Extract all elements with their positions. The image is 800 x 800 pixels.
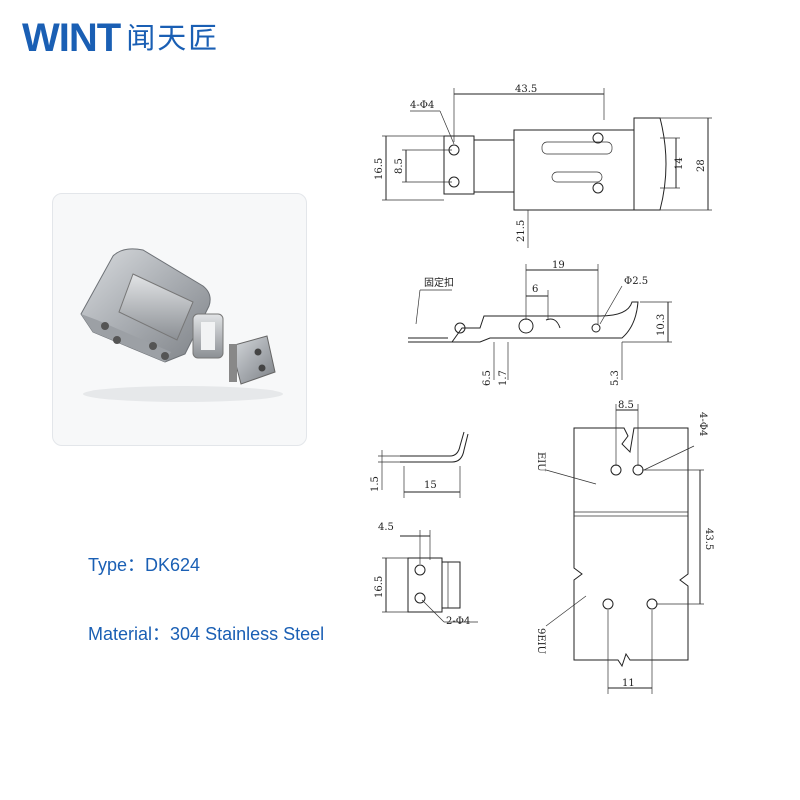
dim-hook-width: 15 <box>424 480 437 491</box>
technical-drawing: 43.5 4-Φ4 16.5 8.5 14 28 21.5 固定扣 <box>370 84 714 694</box>
dim-side-v2: 1.7 <box>498 370 509 386</box>
dim-hook-height: 1.5 <box>370 476 381 492</box>
material-value: 304 Stainless Steel <box>170 624 325 644</box>
spec-material: Material：304 Stainless Steel <box>88 620 324 646</box>
spec-type: Type：DK624 <box>88 551 200 577</box>
product-photo <box>52 193 307 446</box>
dim-top-h1: 16.5 <box>374 158 385 180</box>
dim-top-h2: 8.5 <box>394 158 405 174</box>
side-view: 固定扣 19 6 Φ2.5 10.3 6.5 1.7 5.3 <box>408 260 672 386</box>
dim-top-h4: 28 <box>696 159 707 172</box>
label-fixing: 固定扣 <box>424 276 454 289</box>
label-mount-top: EIU <box>535 452 546 472</box>
type-value: DK624 <box>145 555 201 575</box>
label-mount-bottom: 9EIU <box>535 628 546 654</box>
hook-view: 1.5 15 <box>370 431 469 498</box>
dim-keeper-holes: 2-Φ4 <box>446 616 470 627</box>
dim-keeper-h: 16.5 <box>374 576 385 598</box>
dim-top-h5: 21.5 <box>516 220 527 242</box>
dim-mount-holes: 4-Φ4 <box>697 412 708 436</box>
dim-top-h3: 14 <box>674 157 685 170</box>
dim-mount-height: 43.5 <box>703 528 714 550</box>
brand-chinese-name: 闻天匠 <box>126 21 220 55</box>
latch-photo-illustration <box>80 248 283 402</box>
top-view: 43.5 4-Φ4 16.5 8.5 14 28 21.5 <box>374 84 712 248</box>
dim-side-height: 10.3 <box>656 314 667 336</box>
material-label: Material： <box>88 624 171 644</box>
brand-logo: WINT 闻天匠 <box>22 18 219 58</box>
dim-keeper-w: 4.5 <box>378 522 394 533</box>
dim-top-holes: 4-Φ4 <box>410 100 434 111</box>
dim-side-d1: 19 <box>552 260 565 271</box>
type-label: Type： <box>88 555 146 575</box>
dim-mount-top: 8.5 <box>618 400 634 411</box>
dim-side-v3: 5.3 <box>610 370 621 386</box>
dim-top-width: 43.5 <box>515 84 537 95</box>
keeper-view: 4.5 16.5 2-Φ4 <box>374 522 478 627</box>
dim-mount-bottom: 11 <box>622 678 635 689</box>
mount-view: 8.5 4-Φ4 43.5 EIU 9EIU 11 <box>535 400 714 694</box>
dim-side-hole: Φ2.5 <box>624 276 648 287</box>
dim-side-d2: 6 <box>532 284 538 295</box>
brand-name: WINT <box>22 16 121 60</box>
dim-side-v1: 6.5 <box>482 370 493 386</box>
